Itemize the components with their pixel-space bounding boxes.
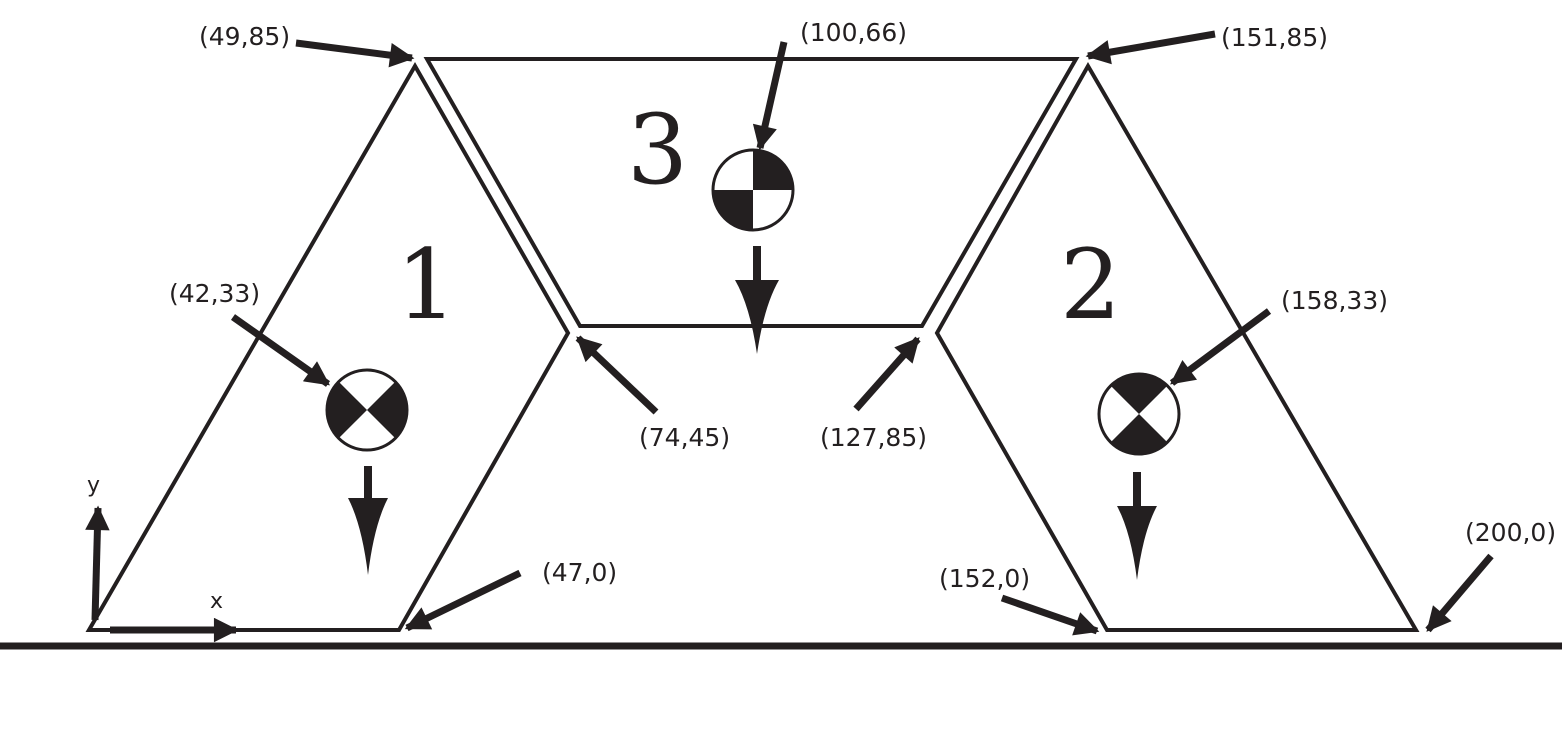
label-body-3-cg: (100,66) (800, 18, 907, 47)
y-axis-arrow (85, 505, 110, 621)
y-axis-label: y (87, 473, 100, 498)
body-1-cg-icon (325, 368, 409, 452)
body-1-number: 1 (396, 229, 457, 341)
leader-arrow-base-right-inner (1000, 594, 1100, 636)
body-2-triangle (934, 61, 1420, 632)
body-2-cg-icon (1097, 372, 1181, 456)
leader-arrow-top-right (1085, 30, 1216, 65)
label-body-2-cg: (158,33) (1281, 286, 1388, 315)
body-3-gravity-arrow (735, 246, 779, 354)
label-base-right-outer: (200,0) (1465, 518, 1556, 547)
leader-arrow-body-1-cg (230, 314, 331, 387)
body-3-trapezoid (423, 57, 1080, 328)
leader-arrow-base-right-outer (1425, 553, 1494, 633)
label-body-1-cg: (42,33) (169, 279, 260, 308)
leader-arrow-joint-left (575, 335, 659, 415)
body-3-number: 3 (627, 94, 688, 206)
leader-arrow-body-3-cg (752, 41, 788, 151)
label-base-right-inner: (152,0) (939, 564, 1030, 593)
x-axis-label: x (210, 589, 223, 614)
label-joint-left: (74,45) (639, 423, 730, 452)
label-base-left-inner: (47,0) (542, 558, 617, 587)
leader-arrow-base-left-inner (404, 569, 522, 632)
label-top-left: (49,85) (199, 22, 290, 51)
leader-arrow-body-2-cg (1169, 308, 1272, 386)
label-top-right: (151,85) (1221, 23, 1328, 52)
body-2-gravity-arrow (1117, 472, 1157, 580)
label-joint-right: (127,85) (820, 423, 927, 452)
leader-arrow-joint-right (853, 336, 921, 412)
body-1-triangle (85, 61, 571, 632)
body-1-gravity-arrow (348, 466, 388, 575)
leader-arrow-top-left (295, 39, 415, 68)
body-3-cg-icon (711, 148, 795, 232)
body-2-number: 2 (1060, 229, 1121, 341)
